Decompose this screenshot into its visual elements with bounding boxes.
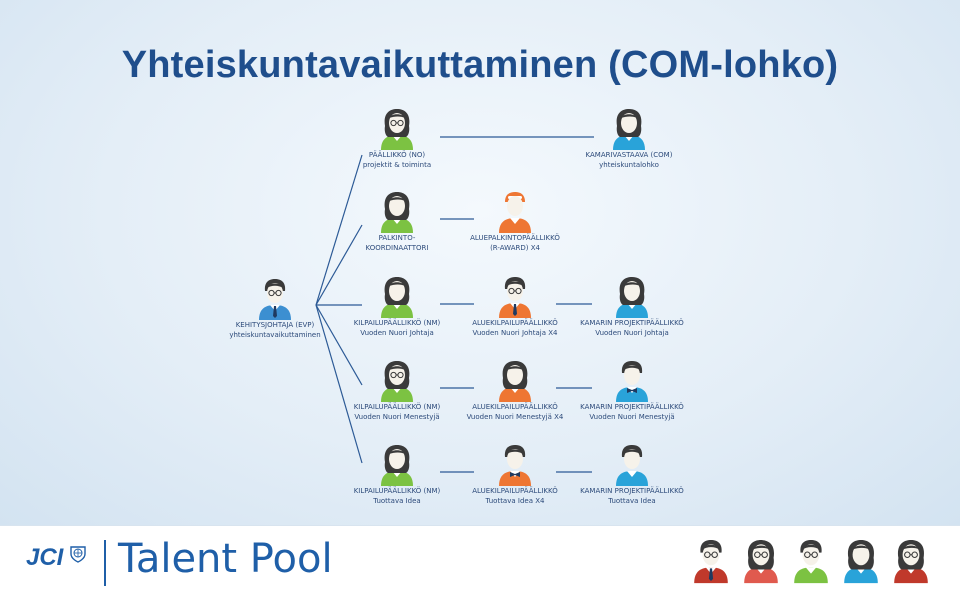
node-title: KEHITYSJOHTAJA (EVP)	[235, 321, 315, 329]
node-subtitle: Tuottava Idea	[373, 497, 421, 505]
connector-evp-nm2	[315, 304, 363, 386]
jci-globe-icon	[70, 546, 86, 563]
page-title: Yhteiskuntavaikuttaminen (COM-lohko)	[121, 44, 839, 86]
connector-evp-no	[315, 154, 363, 306]
man-glasses-icon	[794, 540, 828, 584]
node-kilpailupaallikko-menestyja: KILPAILUPÄÄLLIKKÖ (NM) Vuoden Nuori Mene…	[327, 358, 467, 422]
node-subtitle: Vuoden Nuori Menestyjä	[354, 413, 440, 421]
node-kilpailupaallikko-johtaja: KILPAILUPÄÄLLIKKÖ (NM) Vuoden Nuori Joht…	[327, 274, 467, 338]
node-subtitle: Vuoden Nuori Johtaja X4	[472, 329, 558, 337]
node-title: PÄÄLLIKKÖ (NO)	[368, 151, 426, 159]
node-paallikko-no: PÄÄLLIKKÖ (NO) projektit & toiminta	[327, 106, 467, 170]
node-title: KILPAILUPÄÄLLIKKÖ (NM)	[353, 319, 441, 327]
woman-icon	[381, 445, 413, 486]
connector-evp-nm3	[315, 304, 363, 464]
man-glasses-tie-icon	[259, 279, 291, 320]
node-title: KILPAILUPÄÄLLIKKÖ (NM)	[353, 403, 441, 411]
node-aluepalkintopaallikko: ALUEPALKINTOPÄÄLLIKKÖ (R-AWARD) X4	[445, 189, 585, 253]
node-subtitle: Vuoden Nuori Johtaja	[360, 329, 434, 337]
node-title: KILPAILUPÄÄLLIKKÖ (NM)	[353, 487, 441, 495]
node-title: KAMARIN PROJEKTIPÄÄLLIKKÖ	[580, 403, 684, 411]
node-subtitle: Tuottava Idea	[608, 497, 656, 505]
footer-divider	[104, 540, 106, 586]
man-glasses-tie-icon	[694, 540, 728, 584]
woman-glasses-icon	[381, 361, 413, 402]
node-aluekilpailupaallikko-menestyja: ALUEKILPAILUPÄÄLLIKKÖ Vuoden Nuori Menes…	[445, 358, 585, 422]
org-connectors	[315, 136, 594, 473]
node-subtitle: Vuoden Nuori Menestyjä X4	[466, 413, 564, 421]
node-palkintokoordinaattori: PALKINTO- KOORDINAATTORI	[327, 189, 467, 253]
diagram-slide: Yhteiskuntavaikuttaminen (COM-lohko) KEH…	[0, 0, 960, 525]
woman-icon	[381, 277, 413, 318]
jci-logo: JCI	[26, 544, 64, 571]
node-subtitle: projektit & toiminta	[362, 161, 432, 169]
node-subtitle: yhteiskuntavaikuttaminen	[229, 331, 321, 339]
woman-icon	[616, 277, 648, 318]
man-icon	[616, 445, 648, 486]
node-title: KAMARIN PROJEKTIPÄÄLLIKKÖ	[580, 319, 684, 327]
node-aluekilpailupaallikko-idea: ALUEKILPAILUPÄÄLLIKKÖ Tuottava Idea X4	[445, 442, 585, 506]
node-kilpailupaallikko-idea: KILPAILUPÄÄLLIKKÖ (NM) Tuottava Idea	[327, 442, 467, 506]
footer-title: Talent Pool	[118, 536, 333, 582]
woman-curly-icon	[844, 540, 878, 584]
node-kamarin-projektipaallikko-menestyja: KAMARIN PROJEKTIPÄÄLLIKKÖ Vuoden Nuori M…	[562, 358, 702, 422]
node-kehitysjohtaja: KEHITYSJOHTAJA (EVP) yhteiskuntavaikutta…	[205, 276, 345, 340]
node-subtitle: Vuoden Nuori Menestyjä	[589, 413, 675, 421]
woman-icon	[381, 192, 413, 233]
node-aluekilpailupaallikko-johtaja: ALUEKILPAILUPÄÄLLIKKÖ Vuoden Nuori Johta…	[445, 274, 585, 338]
node-kamarivastaava: KAMARIVASTAAVA (COM) yhteiskuntalohko	[559, 106, 699, 170]
node-subtitle: yhteiskuntalohko	[599, 161, 659, 169]
woman-glasses-icon	[744, 540, 778, 584]
node-kamarin-projektipaallikko-idea: KAMARIN PROJEKTIPÄÄLLIKKÖ Tuottava Idea	[562, 442, 702, 506]
node-title: PALKINTO-	[378, 234, 416, 242]
woman-glasses-icon	[381, 109, 413, 150]
node-title: ALUEKILPAILUPÄÄLLIKKÖ	[472, 319, 558, 327]
talent-pool-people	[690, 536, 950, 596]
node-subtitle: KOORDINAATTORI	[365, 244, 429, 252]
man-bowtie-icon	[499, 445, 531, 486]
node-title: ALUEKILPAILUPÄÄLLIKKÖ	[472, 403, 558, 411]
woman-icon	[499, 361, 531, 402]
footer-bar: JCI Talent Pool	[0, 525, 960, 601]
connector-evp-pk	[315, 224, 363, 306]
node-subtitle: Tuottava Idea X4	[485, 497, 545, 505]
node-title: ALUEKILPAILUPÄÄLLIKKÖ	[472, 487, 558, 495]
node-title: KAMARIN PROJEKTIPÄÄLLIKKÖ	[580, 487, 684, 495]
cap-person-icon	[499, 192, 531, 233]
man-bowtie-icon	[616, 361, 648, 402]
node-kamarin-projektipaallikko-johtaja: KAMARIN PROJEKTIPÄÄLLIKKÖ Vuoden Nuori J…	[562, 274, 702, 338]
node-title: ALUEPALKINTOPÄÄLLIKKÖ	[470, 234, 560, 242]
woman-glasses-icon	[894, 540, 928, 584]
man-glasses-tie-icon	[499, 277, 531, 318]
node-subtitle: Vuoden Nuori Johtaja	[595, 329, 669, 337]
node-subtitle: (R-AWARD) X4	[490, 244, 540, 252]
woman-icon	[613, 109, 645, 150]
node-title: KAMARIVASTAAVA (COM)	[585, 151, 673, 159]
